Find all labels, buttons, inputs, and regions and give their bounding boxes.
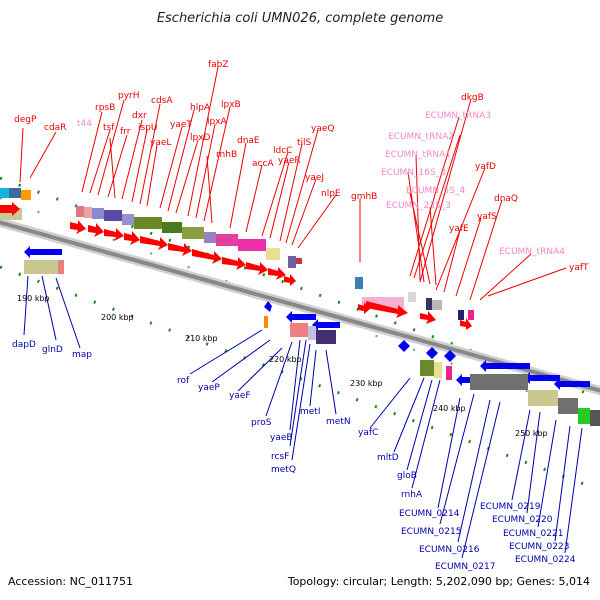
gene-label-yafD: yafD	[475, 162, 496, 172]
forward-gene-labels: degP cdaR t44 rpsB tsf frr pyrH dxr ispU…	[14, 60, 589, 273]
gene-label-ldcC: ldcC	[273, 146, 292, 156]
scale-label: 190 kbp	[17, 294, 50, 303]
scale-label: 240 kbp	[433, 404, 466, 413]
accession-text: Accession: NC_011751	[8, 575, 133, 588]
gene-label-metQ: metQ	[271, 465, 296, 475]
gene-label-accA: accA	[252, 159, 274, 169]
gene-label-dnaE: dnaE	[237, 136, 260, 146]
gene-label-ECUMN_16S_3: ECUMN_16S_3	[381, 168, 446, 178]
gene-label-ECUMN_tRNA3: ECUMN_tRNA3	[425, 111, 491, 121]
reverse-gene-labels: dapD glnD map rof yaeP yaeF proS yaeB rc…	[12, 340, 576, 572]
gene-label-ECUMN_tRNA1: ECUMN_tRNA1	[385, 150, 451, 160]
gene-label-rnhB: rnhB	[216, 150, 237, 160]
gene-label-dnaQ: dnaQ	[494, 194, 518, 204]
map-title: Escherichia coli UMN026, complete genome	[157, 11, 443, 26]
forward-feature-blocks	[0, 188, 474, 320]
gene-label-yafT: yafT	[569, 263, 589, 273]
gene-label-rcsF: rcsF	[271, 452, 289, 462]
gene-label-yaeT: yaeT	[170, 120, 192, 130]
gene-label-glnD: glnD	[42, 345, 63, 355]
gene-label-yaeP: yaeP	[198, 383, 220, 393]
gene-label-ECUMN_tRNA2: ECUMN_tRNA2	[388, 132, 454, 142]
scale-label: 220 kbp	[269, 355, 302, 364]
gene-label-cdsA: cdsA	[151, 96, 173, 106]
gene-label-ECUMN_0217: ECUMN_0217	[435, 562, 495, 572]
gene-label-yafC: yafC	[358, 428, 378, 438]
gene-label-dkgB: dkgB	[461, 93, 484, 103]
gene-label-ispU: ispU	[138, 123, 158, 133]
gene-label-gmhB: gmhB	[351, 192, 377, 202]
gene-label-yaeB: yaeB	[270, 433, 293, 443]
gene-label-t44: t44	[77, 119, 92, 129]
gene-label-ECUMN_0215: ECUMN_0215	[401, 527, 461, 537]
gene-label-lpxA: lpxA	[207, 117, 228, 127]
gene-label-ECUMN_0224: ECUMN_0224	[515, 555, 576, 565]
gene-label-yaeQ: yaeQ	[311, 124, 334, 134]
gene-label-hlpA: hlpA	[190, 103, 211, 113]
gene-label-ECUMN_0214: ECUMN_0214	[399, 509, 460, 519]
reverse-gene-arrows	[24, 246, 590, 390]
gene-label-degP: degP	[14, 115, 37, 125]
scale-label: 210 kbp	[185, 334, 218, 343]
forward-leader-lines	[19, 66, 567, 301]
gene-label-yafS: yafS	[477, 212, 497, 222]
gene-label-dxr: dxr	[132, 111, 147, 121]
gene-label-yafE: yafE	[449, 224, 469, 234]
gene-label-pyrH: pyrH	[118, 91, 140, 101]
gene-label-ECUMN_0221: ECUMN_0221	[503, 529, 563, 539]
gene-label-yaeL: yaeL	[150, 138, 171, 148]
gene-label-ECUMN_5S_4: ECUMN_5S_4	[406, 186, 465, 196]
gene-label-nlpE: nlpE	[321, 189, 341, 199]
gene-label-frr: frr	[120, 127, 131, 137]
gene-label-tsf: tsf	[103, 123, 115, 133]
gene-label-ECUMN_23S_3: ECUMN_23S_3	[386, 201, 451, 211]
gene-label-dapD: dapD	[12, 340, 36, 350]
gene-label-ECUMN_0220: ECUMN_0220	[492, 515, 553, 525]
gene-label-tilS: tilS	[297, 138, 312, 148]
gene-label-rpsB: rpsB	[95, 103, 115, 113]
gene-label-ECUMN_0216: ECUMN_0216	[419, 545, 480, 555]
gene-label-rnhA: rnhA	[401, 490, 423, 500]
gene-label-ECUMN_0219: ECUMN_0219	[480, 502, 541, 512]
gene-label-gloB: gloB	[397, 471, 417, 481]
scale-label: 250 kbp	[515, 429, 548, 438]
gene-label-yaeF: yaeF	[229, 391, 251, 401]
gene-label-rof: rof	[177, 376, 190, 386]
gene-label-proS: proS	[251, 418, 272, 428]
gene-label-ECUMN_tRNA4: ECUMN_tRNA4	[499, 247, 565, 257]
gene-label-lpxD: lpxD	[190, 133, 211, 143]
scale-label: 230 kbp	[350, 379, 383, 388]
gene-label-cdaR: cdaR	[44, 123, 66, 133]
gene-label-ECUMN_0223: ECUMN_0223	[509, 542, 569, 552]
forward-gene-arrows	[0, 202, 472, 330]
gene-label-yaeR: yaeR	[278, 156, 301, 166]
gene-label-metI: metI	[300, 407, 321, 417]
scale-labels: 190 kbp 200 kbp 210 kbp 220 kbp 230 kbp …	[17, 294, 548, 438]
gene-label-map: map	[72, 350, 92, 360]
scale-label: 200 kbp	[101, 313, 134, 322]
gene-label-fabZ: fabZ	[208, 60, 229, 70]
gene-label-lpxB: lpxB	[221, 100, 241, 110]
reverse-feature-blocks	[24, 260, 600, 426]
gene-label-yaeJ: yaeJ	[305, 173, 324, 183]
gene-label-mltD: mltD	[377, 453, 399, 463]
gene-label-metN: metN	[326, 417, 351, 427]
reverse-leader-lines	[23, 275, 583, 559]
genome-summary-text: Topology: circular; Length: 5,202,090 bp…	[287, 575, 590, 588]
